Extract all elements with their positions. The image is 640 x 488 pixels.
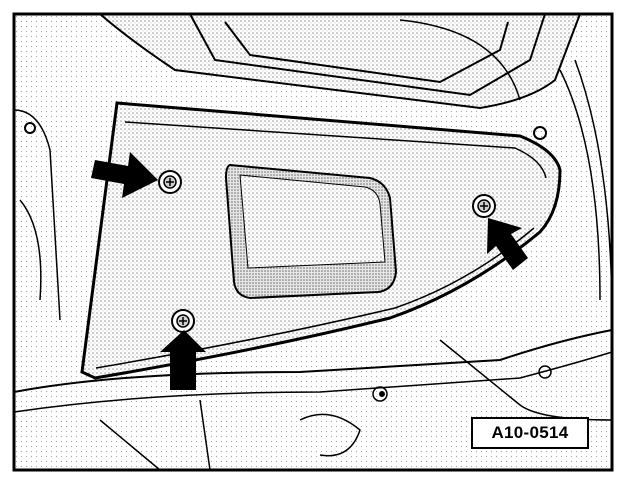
raised-boss-face (239, 174, 386, 269)
screw-bottom (171, 309, 195, 333)
figure-frame (12, 12, 614, 472)
arrow-to-screw-right (487, 218, 528, 270)
arrow-to-screw-bottom (160, 330, 206, 390)
arrow-to-screw-top-left (91, 152, 158, 198)
screw-top-left (158, 170, 182, 194)
cover-plate-inner-edge (124, 121, 547, 179)
screw-right (472, 194, 496, 218)
figure-label: A10-0514 (471, 417, 589, 449)
lower-structure (13, 329, 613, 471)
